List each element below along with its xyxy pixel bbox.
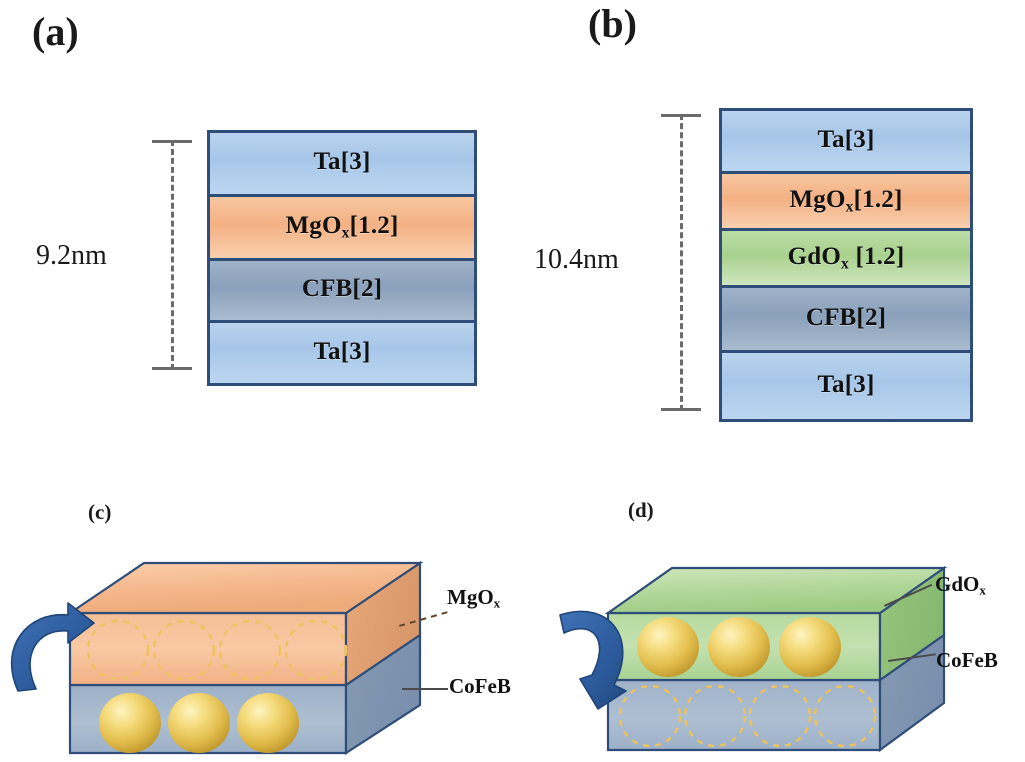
layer-label-a-3-base: Ta	[313, 337, 341, 365]
vacancy-circle	[152, 619, 216, 681]
gold-sphere	[708, 617, 770, 677]
stack-layer-a-3: Ta[3]	[210, 323, 474, 383]
callout-mgox-sub: x	[493, 595, 501, 611]
layer-label-b-2-tail: [1.2]	[849, 242, 905, 270]
panel-label-a: (a)	[32, 9, 79, 54]
layer-label-b-4-base: Ta	[817, 370, 845, 398]
stack-layer-a-1: MgOx[1.2]	[210, 197, 474, 261]
layer-label-b-4-tail: [3]	[844, 370, 875, 398]
vacancy-circle	[86, 619, 150, 681]
callout-gdox-base: GdO	[935, 572, 980, 596]
vacancy-circle	[683, 684, 747, 748]
oxygen-spheres-d	[637, 617, 841, 677]
layer-label-a-0-base: Ta	[313, 148, 341, 176]
gold-sphere	[637, 617, 699, 677]
dimension-cap-bottom-a	[152, 367, 192, 370]
oxygen-spheres-c	[99, 693, 299, 753]
vacancy-circle	[284, 619, 348, 681]
stack-layer-b-4: Ta[3]	[722, 353, 970, 419]
callout-mgox-base: MgO	[447, 585, 494, 609]
stack-layer-b-2: GdOx [1.2]	[722, 231, 970, 288]
layer-label-b-1-base: MgO	[789, 185, 846, 213]
panel-label-d: (d)	[628, 498, 654, 522]
dimension-cap-bottom-b	[661, 408, 701, 411]
callout-leader-cofeb-c	[402, 688, 448, 690]
stack-layer-b-1: MgOx[1.2]	[722, 174, 970, 231]
layer-label-b-0-tail: [3]	[844, 125, 875, 153]
gold-sphere	[99, 693, 161, 753]
dimension-line-a	[152, 140, 192, 370]
stack-layer-a-2: CFB[2]	[210, 261, 474, 323]
layer-label-b-0-base: Ta	[817, 125, 845, 153]
thickness-label-b: 10.4nm	[534, 244, 619, 275]
gold-sphere	[779, 617, 841, 677]
layer-label-b-3-tail: [2]	[856, 303, 887, 331]
layer-label-b-1-tail: [1.2]	[853, 185, 903, 213]
layer-label-b-3-base: CFB	[805, 303, 857, 331]
layer-label-a-3-tail: [3]	[340, 337, 371, 365]
block-c-mgox-top	[66, 561, 424, 615]
gold-sphere	[237, 693, 299, 753]
callout-label-cofeb-c: CoFeB	[449, 674, 511, 698]
callout-label-mgox-c: MgOx	[447, 585, 500, 612]
layer-label-a-0-tail: [3]	[340, 148, 371, 176]
callout-label-cofeb-d: CoFeB	[936, 648, 998, 672]
thickness-label-a: 9.2nm	[36, 240, 107, 271]
stack-diagram-a: Ta[3] MgOx[1.2] CFB[2] Ta[3]	[207, 130, 477, 386]
layer-label-a-1-base: MgO	[285, 212, 342, 240]
stack-diagram-b: Ta[3] MgOx[1.2] GdOx [1.2] CFB[2] Ta[3]	[719, 108, 973, 422]
block-d-cofeb-front	[606, 678, 882, 752]
vacancy-circle	[748, 684, 812, 748]
vacancy-circle	[618, 684, 682, 748]
panel-label-b: (b)	[588, 1, 637, 46]
gold-sphere	[168, 693, 230, 753]
layer-label-b-2-base: GdO	[787, 242, 842, 270]
layer-label-a-2-base: CFB	[301, 275, 353, 303]
layer-label-a-1-tail: [1.2]	[349, 212, 399, 240]
oxygen-migration-arrow-d	[559, 610, 627, 710]
vacancy-circle	[813, 684, 877, 748]
dimension-dash-a	[170, 140, 174, 370]
layer-label-b-1-sub: x	[845, 198, 854, 216]
layer-label-b-2-sub: x	[841, 255, 849, 273]
block-d-gdox-top	[604, 566, 948, 615]
callout-gdox-sub: x	[979, 582, 986, 598]
dimension-dash-b	[679, 114, 683, 411]
panel-label-c: (c)	[88, 500, 112, 524]
layer-label-a-2-tail: [2]	[352, 275, 383, 303]
callout-label-gdox-d: GdOx	[935, 572, 986, 599]
dimension-line-b	[661, 114, 701, 411]
vacancy-circles-d	[618, 684, 877, 748]
block-diagram-d	[528, 535, 948, 760]
block-c-mgox-front	[68, 611, 348, 687]
vacancy-circles-c	[86, 619, 348, 681]
block-diagram-c	[8, 555, 438, 760]
stack-layer-a-0: Ta[3]	[210, 133, 474, 197]
layer-label-a-1-sub: x	[341, 224, 350, 242]
stack-layer-b-0: Ta[3]	[722, 111, 970, 174]
oxygen-migration-arrow-c	[10, 602, 95, 692]
stack-layer-b-3: CFB[2]	[722, 288, 970, 353]
vacancy-circle	[218, 619, 282, 681]
